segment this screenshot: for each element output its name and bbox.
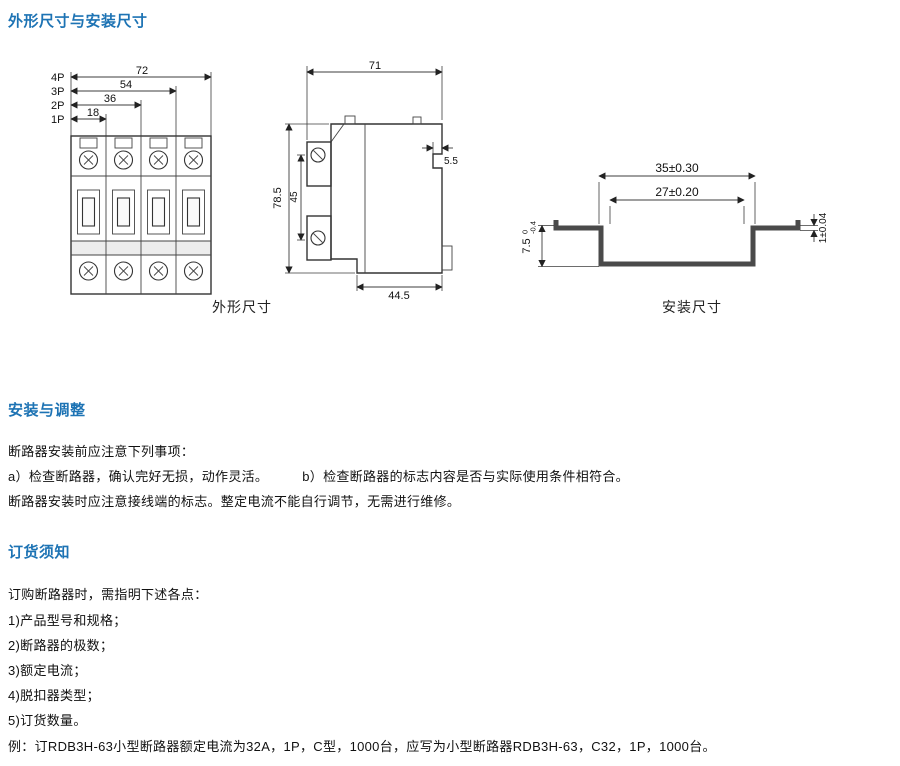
side-view-body [306,115,453,274]
dim-height-45: 45 [289,191,300,203]
rail-dimension-lines [538,172,818,268]
installation-note-b: b）检查断路器的标志内容是否与实际使用条件相符合。 [302,469,629,484]
page-title: 外形尺寸与安装尺寸 [8,13,148,30]
pole-label-3p: 3P [51,86,64,98]
dim-rail-thickness: 1±0.04 [818,212,829,243]
breaker-front-details [77,137,205,281]
dim-clip-5-5: 5.5 [444,156,458,167]
dim-rail-depth-tol-upper: 0 [522,230,530,234]
ordering-item: 3)额定电流； [8,663,87,678]
dim-width-3p: 54 [120,79,132,91]
dim-rail-depth-value: 7.5 [522,238,533,253]
ordering-item: 1)产品型号和规格； [8,613,127,628]
din-rail-drawing: 35±0.30 27±0.20 1±0.04 7.5 0 -0.4 [522,161,829,268]
dim-rail-outer-width: 35±0.30 [655,161,699,175]
installation-line-1: 断路器安装前应注意下列事项： [8,444,195,459]
dim-depth-71: 71 [369,60,381,72]
breaker-side-view-drawing: 71 78.5 45 5.5 44.5 [272,60,458,302]
installation-line-3: 断路器安装时应注意接线端的标志。整定电流不能自行调节，无需进行维修。 [8,494,461,509]
ordering-intro: 订购断路器时，需指明下述各点： [8,587,208,602]
dim-width-4p: 72 [136,65,148,77]
installation-note-a: a）检查断路器，确认完好无损，动作灵活。 [8,469,269,484]
installation-heading: 安装与调整 [8,402,86,419]
side-view-dimension-labels: 71 78.5 45 5.5 44.5 [272,60,458,302]
outline-dimensions-caption: 外形尺寸 [212,299,272,315]
pole-label-2p: 2P [51,100,64,112]
breaker-front-view-drawing: 72 54 36 18 4P 3P 2P 1P [51,65,212,295]
rail-dimension-labels: 35±0.30 27±0.20 1±0.04 7.5 0 -0.4 [522,161,829,254]
ordering-item: 2)断路器的极数； [8,638,114,653]
dim-height-78-5: 78.5 [272,187,284,208]
side-view-dimension-lines [285,66,453,291]
ordering-item: 5)订货数量。 [8,713,87,728]
dim-width-1p: 18 [87,107,99,119]
dim-width-44-5: 44.5 [388,290,409,302]
pole-label-1p: 1P [51,114,64,126]
dim-width-2p: 36 [104,93,116,105]
rail-profile [553,220,801,267]
pole-label-4p: 4P [51,72,64,84]
front-view-dimension-labels: 72 54 36 18 4P 3P 2P 1P [51,65,148,126]
front-view-dimension-lines [70,72,212,136]
mounting-dimensions-caption: 安装尺寸 [662,299,722,315]
installation-line-2: a）检查断路器，确认完好无损，动作灵活。 b）检查断路器的标志内容是否与实际使用条… [8,466,629,485]
ordering-heading: 订货须知 [8,544,71,561]
dim-rail-depth: 7.5 0 -0.4 [522,221,538,254]
breaker-front-body [70,135,212,295]
dim-rail-depth-tol-lower: -0.4 [529,221,538,234]
dim-rail-inner-width: 27±0.20 [655,185,699,199]
ordering-example: 例：订RDB3H-63小型断路器额定电流为32A，1P，C型，1000台，应写为… [8,739,716,754]
ordering-item: 4)脱扣器类型； [8,688,100,703]
